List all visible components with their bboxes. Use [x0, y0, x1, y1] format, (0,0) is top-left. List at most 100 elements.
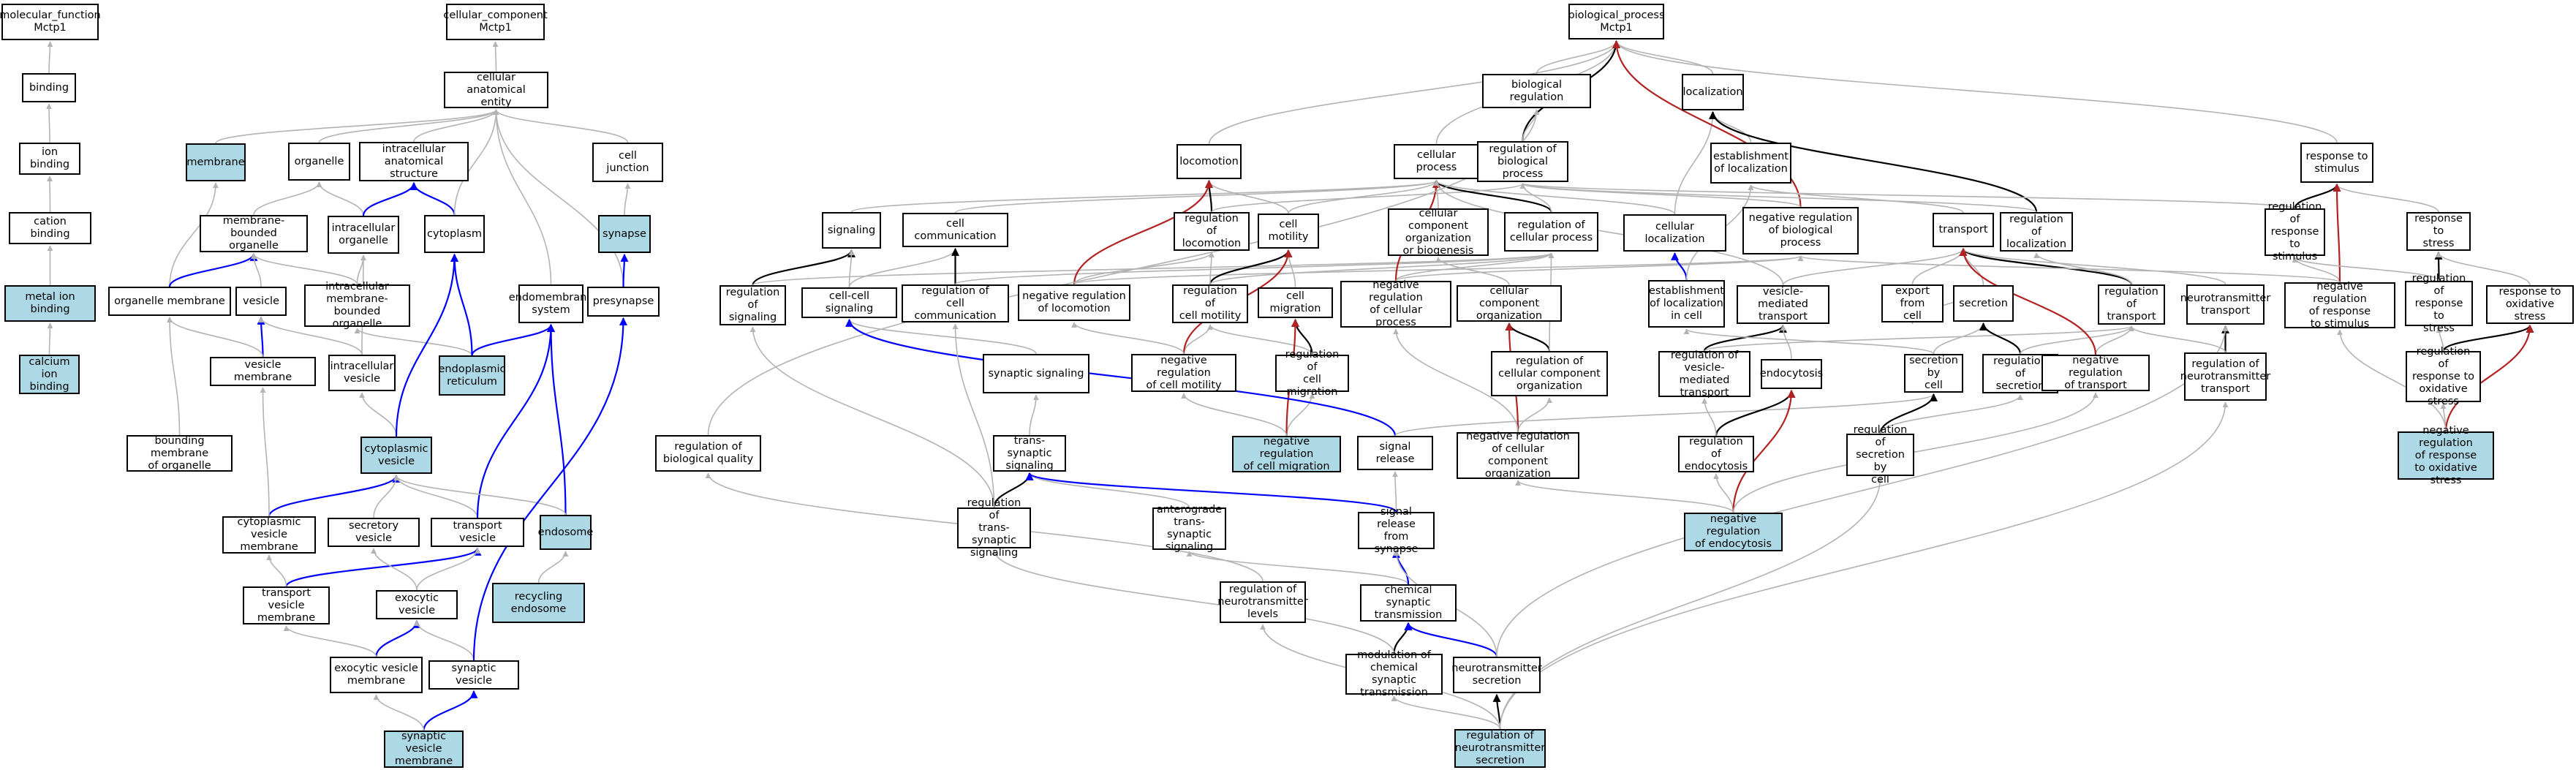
- edge-secves-to-cytves: [373, 475, 399, 518]
- node-ccsig: cell-cell signaling: [801, 287, 897, 318]
- edge-regrs-to-regbp: [1520, 183, 2296, 209]
- edge-cvm-to-cytves: [268, 474, 401, 517]
- edge-cytves-to-intves: [359, 392, 397, 437]
- edge-endosome-to-endosys: [547, 323, 567, 516]
- node-nttrans: neurotransmitter transport: [2180, 284, 2270, 325]
- edge-negregcmig-to-negregcm: [1181, 393, 1288, 437]
- edge-cvm-to-vesmem: [260, 387, 270, 517]
- edge-regsig-to-signaling: [752, 249, 855, 286]
- node-intves: intracellular vesicle: [328, 355, 396, 391]
- node-vmt: vesicle-mediated transport: [1737, 285, 1829, 324]
- edge-negregcco-to-negregcp: [1393, 328, 1519, 433]
- edge-regcm-to-regloco: [1208, 252, 1215, 285]
- node-metalb: metal ion binding: [4, 285, 96, 322]
- edge-vesmem-to-vesicle: [257, 316, 265, 358]
- node-negregros: negative regulation of response to oxida…: [2398, 425, 2494, 486]
- edge-recend-to-endosome: [537, 551, 569, 584]
- node-localization: localization: [1682, 74, 1744, 110]
- edge-presyn-to-cae: [493, 109, 624, 287]
- edge-transves-to-endosys: [476, 323, 555, 518]
- edge-ionb-to-binding: [46, 103, 53, 143]
- edge-ntsec-to-cst: [1404, 622, 1498, 657]
- node-endosys: endomembrane system: [509, 284, 593, 323]
- edge-regntt-to-regtrans: [2129, 325, 2226, 353]
- edge-endosome-to-cytves: [393, 475, 567, 516]
- edge-negregloco-to-negregbp: [1073, 255, 1804, 285]
- node-negregtrans: negative regulation of transport: [2041, 355, 2150, 391]
- node-regrstress: regulation of response to stress: [2405, 273, 2473, 334]
- edge-negregrs-to-respstim: [2333, 183, 2341, 283]
- edge-exoves-to-transves: [416, 548, 480, 591]
- edge-modcst-to-regtss: [991, 549, 1395, 654]
- edge-regloco-to-regbp: [1211, 183, 1526, 213]
- edge-regcmig-to-regcm: [1207, 324, 1313, 355]
- edge-sigrel-to-secbycell: [1394, 393, 1937, 437]
- node-respstress: response to stress: [2406, 212, 2471, 251]
- edge-sigrelsyn-to-sigrel: [1392, 471, 1399, 513]
- edge-svm-to-synves: [423, 690, 478, 731]
- node-tss: trans-synaptic signaling: [993, 435, 1066, 472]
- edge-synves-to-exoves: [414, 620, 475, 661]
- node-er: endoplasmic reticulum: [439, 355, 506, 396]
- node-endocytosis: endocytosis: [1760, 359, 1823, 389]
- node-cellcomm: cell communication: [902, 213, 1008, 247]
- node-tvm: transport vesicle membrane: [243, 586, 330, 624]
- node-svm: synaptic vesicle membrane: [384, 731, 464, 768]
- node-regcm: regulation of cell motility: [1172, 284, 1248, 323]
- edge-cytves-to-cytoplasm: [395, 253, 458, 437]
- node-regcc: regulation of cell communication: [902, 284, 1009, 322]
- node-bmo: bounding membrane of organelle: [126, 435, 233, 472]
- node-binding: binding: [22, 73, 76, 102]
- edge-regsec-to-secretion: [1979, 322, 2022, 355]
- edge-sigrel-to-ccsig: [845, 318, 1397, 437]
- edge-intorg-to-organelle: [316, 181, 364, 216]
- node-sigrel: signal release: [1357, 436, 1433, 470]
- node-cst: chemical synaptic transmission: [1360, 584, 1457, 622]
- node-negregcp: negative regulation of cellular process: [1340, 279, 1451, 328]
- edge-regcp-to-cellproc: [1432, 179, 1552, 213]
- node-regros: regulation of response to oxidative stre…: [2406, 346, 2481, 407]
- edge-synsig-to-ccsig: [846, 319, 1037, 355]
- edge-mbo-to-organelle: [253, 181, 322, 216]
- edge-regrstress-to-regrs: [2292, 257, 2440, 282]
- edge-regcco-to-ccorg: [1505, 322, 1551, 352]
- edge-synapse-to-celljunction: [624, 183, 631, 216]
- edge-regtrans-to-transport: [1959, 247, 2133, 285]
- node-regrs: regulation of response to stimulus: [2265, 201, 2325, 263]
- edge-tvm-to-cvm: [266, 554, 287, 587]
- edge-imbo-to-mbo: [251, 253, 358, 285]
- edge-negregcm-to-negregloco: [1071, 322, 1185, 355]
- edge-tvm-to-transves: [285, 547, 482, 587]
- edge-regsig-to-regcp: [752, 252, 1555, 286]
- edge-celljunction-to-cae: [493, 109, 629, 143]
- node-regntl: regulation of neurotransmitter levels: [1217, 581, 1308, 623]
- node-negregcmig: negative regulation of cell migration: [1232, 436, 1341, 472]
- node-cvm: cytoplasmic vesicle membrane: [222, 516, 316, 554]
- edge-ccorg-to-ccob: [1435, 257, 1510, 286]
- node-ias: intracellular anatomical structure: [359, 142, 469, 181]
- edge-cellmot-to-cellproc: [1288, 180, 1440, 214]
- node-intorg: intracellular organelle: [328, 216, 399, 254]
- node-negregcco: negative regulation of cellular componen…: [1457, 431, 1579, 480]
- node-orgmem: organelle membrane: [108, 287, 231, 316]
- node-modcst: modulation of chemical synaptic transmis…: [1345, 649, 1443, 698]
- edge-regcm-to-regcp: [1209, 252, 1555, 285]
- node-regloc: regulation of localization: [2000, 212, 2073, 252]
- edge-regsbc-to-regsec: [1879, 394, 2023, 434]
- node-cationb: cation binding: [9, 212, 91, 244]
- edge-binding-to-mf: [47, 41, 53, 74]
- node-exportcell: export from cell: [1881, 284, 1944, 322]
- node-negregcm: negative regulation of cell motility: [1131, 354, 1236, 392]
- edge-signaling-to-cellproc: [850, 180, 1440, 213]
- edge-evm-to-tvm: [283, 625, 377, 657]
- edge-regcc-to-regcp: [954, 252, 1555, 285]
- edge-respox-to-respstress: [2436, 252, 2531, 286]
- edge-exoves-to-secves: [371, 548, 418, 591]
- edge-orgmem-to-membrane: [169, 182, 219, 287]
- node-regbq: regulation of biological quality: [655, 435, 761, 472]
- node-presyn: presynapse: [587, 287, 660, 317]
- edge-bioreg-to-bp: [1536, 40, 1620, 75]
- edge-orgmem-to-mbo: [168, 252, 258, 287]
- node-signaling: signaling: [822, 212, 881, 249]
